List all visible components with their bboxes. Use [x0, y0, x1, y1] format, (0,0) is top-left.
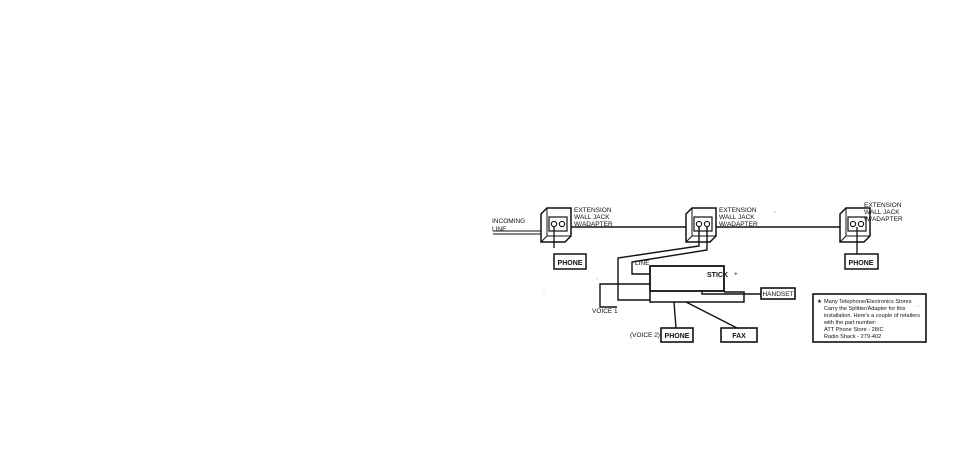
- voice2-label: (VOICE 2): [630, 332, 660, 339]
- handset-label: HANDSET: [762, 291, 793, 298]
- svg-text:WALL JACK: WALL JACK: [574, 214, 610, 221]
- svg-text:W/ADAPTER: W/ADAPTER: [864, 216, 903, 223]
- svg-text:ATT Phone Store - 28/C: ATT Phone Store - 28/C: [824, 327, 884, 333]
- svg-text:LINE: LINE: [492, 226, 507, 233]
- svg-text:EXTENSION: EXTENSION: [719, 207, 757, 214]
- svg-text:WALL JACK: WALL JACK: [719, 214, 755, 221]
- svg-text:installation. Here's a couple: installation. Here's a couple of retaile…: [824, 313, 920, 319]
- phone-left-box: [553, 253, 587, 270]
- line-label: LINE: [635, 260, 650, 267]
- phone-right-box: [844, 253, 879, 270]
- line-wire-to-device: [617, 227, 708, 301]
- svg-text:W/ADAPTER: W/ADAPTER: [719, 221, 758, 228]
- svg-text:Radio Shack - 279-402: Radio Shack - 279-402: [824, 334, 881, 340]
- wall-jack-2: [685, 207, 717, 243]
- retailer-note: ★ Many Telephone/Electronics Stores Carr…: [812, 293, 927, 343]
- wall-jack-3-label: EXTENSION WALL JACK W/ADAPTER: [864, 202, 903, 223]
- svg-text:Carry the Splitter/Adapter for: Carry the Splitter/Adapter for this: [824, 306, 906, 312]
- device-output-wires: [673, 301, 738, 329]
- svg-text:EXTENSION: EXTENSION: [574, 207, 612, 214]
- wall-jack-1: [540, 207, 572, 248]
- incoming-line-wire: [493, 230, 541, 235]
- wall-jack-2-label: EXTENSION WALL JACK W/ADAPTER: [719, 207, 758, 228]
- phone-left-label: PHONE: [558, 260, 583, 267]
- wall-jack-1-label: EXTENSION WALL JACK W/ADAPTER: [574, 207, 613, 228]
- handset-box: [760, 287, 796, 300]
- note-star: ★: [817, 298, 822, 305]
- voice1-wire: [599, 283, 650, 308]
- svg-text:EXTENSION: EXTENSION: [864, 202, 902, 209]
- phone-voice2-box: [660, 327, 694, 343]
- svg-text:Many Telephone/Electronics Sto: Many Telephone/Electronics Stores: [824, 299, 912, 305]
- svg-text:WALL JACK: WALL JACK: [864, 209, 900, 216]
- handset-wire: [701, 291, 761, 295]
- svg-text:W/ADAPTER: W/ADAPTER: [574, 221, 613, 228]
- fax-label: FAX: [732, 333, 746, 340]
- fax-box: [720, 327, 758, 343]
- stick-logo: STICK: [707, 272, 728, 279]
- wall-jack-3: [839, 207, 871, 254]
- phone-right-label: PHONE: [849, 260, 874, 267]
- voice1-label: VOICE 1: [592, 308, 618, 315]
- incoming-line-label: INCOMING LINE: [492, 218, 525, 233]
- phone-voice2-label: PHONE: [665, 333, 690, 340]
- svg-text:INCOMING: INCOMING: [492, 218, 525, 225]
- svg-text:with the part number:: with the part number:: [823, 320, 877, 326]
- stick-logo-mark: +: [734, 271, 738, 278]
- stick-device: STICK +: [649, 265, 745, 303]
- scan-specks: [543, 211, 919, 307]
